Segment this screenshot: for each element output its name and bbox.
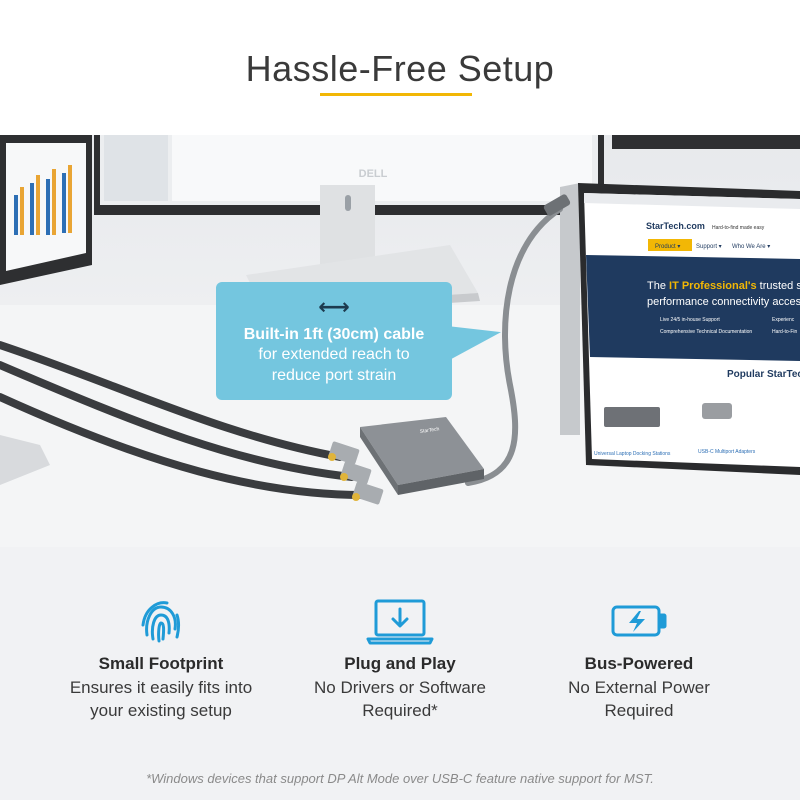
feature-description: Required*	[362, 701, 438, 720]
double-arrow-icon: ⟷	[318, 294, 350, 319]
cable-plugs	[328, 441, 384, 505]
svg-text:USB-C Multiport Adapters: USB-C Multiport Adapters	[698, 449, 756, 455]
svg-text:Live 24/5 in-house Support: Live 24/5 in-house Support	[660, 317, 720, 323]
svg-text:Popular StarTech: Popular StarTech	[727, 369, 800, 380]
feature-description: No Drivers or Software	[314, 678, 486, 697]
footnote: *Windows devices that support DP Alt Mod…	[146, 771, 654, 786]
svg-text:performance connectivity acces: performance connectivity access	[647, 296, 800, 308]
svg-text:Product ▾: Product ▾	[655, 244, 680, 250]
product-adapter-image	[702, 403, 732, 419]
feature-title: Small Footprint	[98, 654, 224, 673]
laptop-screen: StarTech.com Hard-to-find made easy Prod…	[578, 183, 800, 475]
svg-text:Hard-to-Fin: Hard-to-Fin	[772, 329, 798, 335]
battery-charging-icon	[611, 605, 667, 637]
svg-text:Experienc: Experienc	[772, 317, 795, 323]
startech-tagline: Hard-to-find made easy	[712, 225, 765, 231]
product-dock-image	[604, 407, 660, 427]
laptop-hinge	[560, 183, 580, 435]
right-monitor	[612, 135, 800, 149]
callout-text-line: for extended reach to	[258, 346, 410, 363]
feature-title: Plug and Play	[344, 654, 456, 673]
svg-text:Comprehensive Technical Docume: Comprehensive Technical Documentation	[660, 329, 752, 335]
svg-text:Support ▾: Support ▾	[696, 244, 722, 250]
cable-callout: ⟷ Built-in 1ft (30cm) cable for extended…	[216, 282, 452, 400]
svg-text:StarTech: StarTech	[419, 426, 440, 435]
title-underline	[320, 93, 472, 96]
feature-description: your existing setup	[90, 701, 232, 720]
usbc-connector	[543, 194, 571, 216]
features-section: Small Footprint Ensures it easily fits i…	[0, 547, 800, 800]
laptop-download-icon	[366, 599, 434, 645]
page-title: Hassle-Free Setup	[245, 48, 555, 89]
left-laptop	[0, 435, 50, 485]
nav-product	[648, 239, 692, 251]
svg-text:The IT Professional's trusted: The IT Professional's trusted so	[647, 280, 800, 292]
startech-logo: StarTech.com	[646, 221, 705, 231]
feature-description: No External Power	[568, 678, 710, 697]
feature-description: Ensures it easily fits into	[69, 678, 253, 697]
mst-hub: StarTech	[360, 417, 484, 495]
feature-title: Bus-Powered	[584, 654, 694, 673]
monitor-chart-bars	[14, 165, 72, 235]
svg-text:Universal Laptop Docking Stati: Universal Laptop Docking Stations	[594, 451, 671, 457]
callout-text-line: reduce port strain	[271, 367, 397, 384]
display-cables	[0, 341, 368, 499]
header: Hassle-Free Setup	[0, 0, 800, 135]
hero-banner	[586, 255, 800, 361]
scene-illustration: DELL StarTech.com Hard-to-find made easy…	[0, 135, 800, 547]
callout-heading: Built-in 1ft (30cm) cable	[243, 326, 425, 343]
usbc-cable	[465, 206, 563, 486]
feature-description: Required	[604, 701, 674, 720]
product-scene: DELL StarTech.com Hard-to-find made easy…	[0, 135, 800, 547]
svg-text:Who We Are ▾: Who We Are ▾	[732, 244, 770, 250]
left-monitor	[0, 135, 92, 285]
monitor-brand: DELL	[359, 168, 388, 180]
fingerprint-icon	[141, 601, 180, 643]
